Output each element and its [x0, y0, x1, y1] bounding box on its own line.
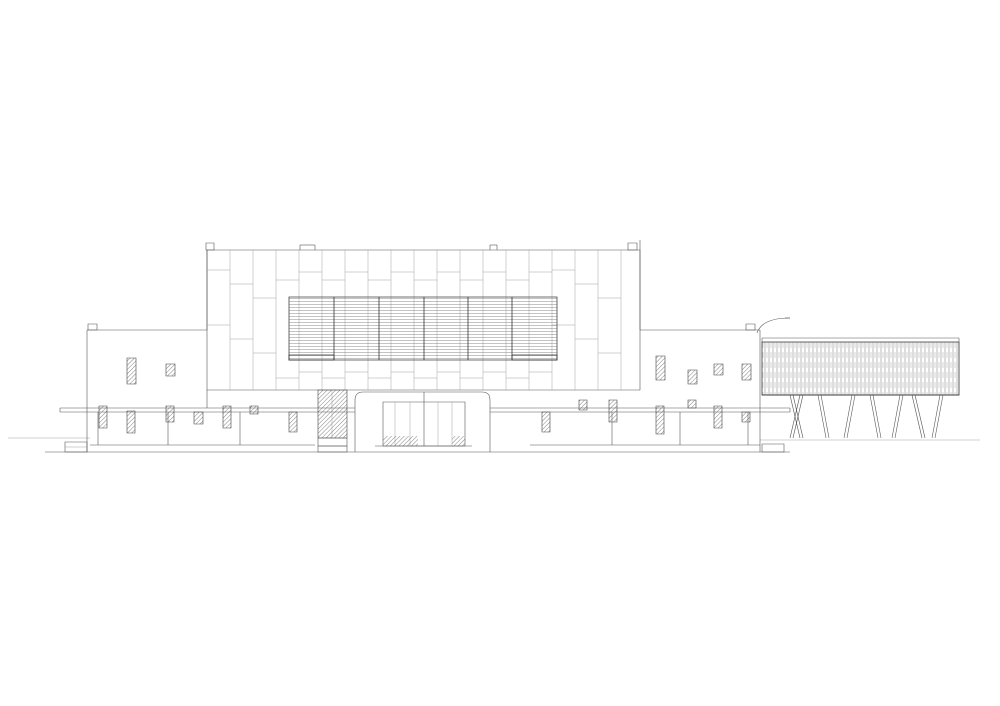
pavilion-columns	[790, 395, 943, 438]
window	[688, 370, 697, 384]
window	[223, 406, 231, 428]
window	[609, 400, 617, 422]
main-entrance	[318, 390, 490, 452]
louver-band	[289, 297, 557, 360]
window	[166, 406, 174, 422]
ground-line	[8, 438, 980, 452]
window	[714, 364, 723, 375]
canopy	[60, 408, 790, 445]
window	[542, 412, 550, 432]
window	[127, 411, 135, 433]
window	[656, 406, 664, 434]
right-wing	[640, 318, 790, 452]
window	[742, 364, 751, 380]
window	[656, 356, 665, 380]
facade-windows	[99, 356, 751, 434]
window	[194, 412, 203, 424]
window	[742, 412, 750, 422]
window	[688, 400, 696, 408]
window	[166, 364, 175, 376]
entry-steps	[65, 442, 784, 452]
elevated-pavilion	[762, 338, 959, 438]
window	[579, 400, 587, 410]
window	[127, 358, 136, 384]
window	[250, 406, 258, 414]
window	[714, 406, 722, 428]
left-wing	[87, 324, 207, 452]
window	[99, 406, 107, 428]
window	[289, 412, 297, 432]
